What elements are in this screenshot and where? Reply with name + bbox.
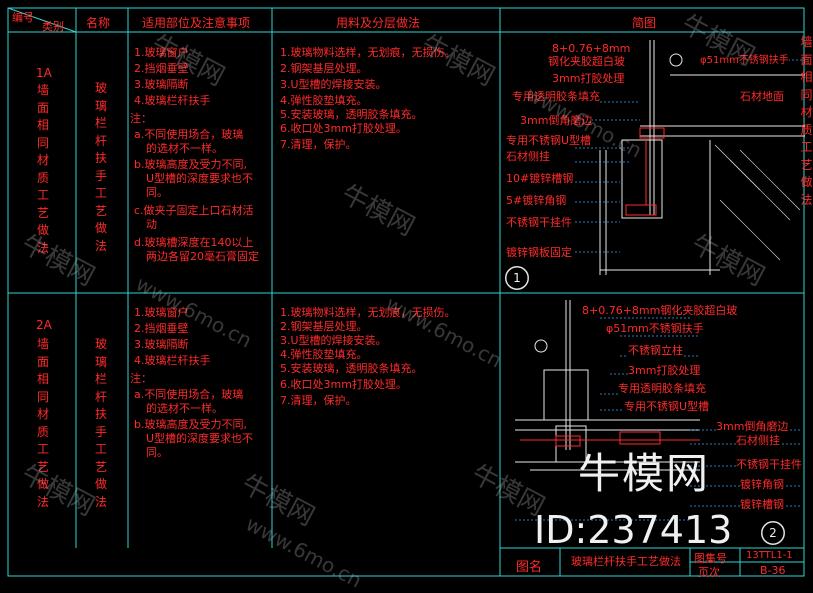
diagram-label: 镀锌角钢 [740, 478, 784, 491]
document-id-watermark: ID:237413 [534, 508, 733, 552]
row1-usage-item: 2.挡烟垂壁 [134, 62, 189, 75]
row1-material-step: 3.U型槽的焊接安装。 [280, 78, 387, 91]
row1-note: 同。 [146, 186, 168, 199]
diagram-label: 专用透明胶条填充 [512, 90, 600, 103]
header-number: 编号 [12, 11, 34, 24]
header-name: 名称 [86, 16, 111, 30]
row1-material-step: 4.弹性胶垫填充。 [280, 94, 368, 107]
page-number: B-36 [760, 564, 786, 577]
row1-note: c.做夹子固定上口石材活 [134, 204, 254, 217]
diagram-label: φ51mm不锈钢扶手 [700, 54, 789, 67]
header-usage: 适用部位及注意事项 [142, 16, 251, 30]
header-category: 类别 [42, 20, 64, 33]
row2-usage-item: 4.玻璃栏杆扶手 [134, 354, 211, 367]
row2-note-title: 注： [130, 372, 152, 385]
diagram-label: 3mm倒角磨边 [520, 114, 593, 127]
row1-note: b.玻璃高度及受力不同, [134, 158, 247, 171]
diagram-label: 8+0.76+8mm钢化夹胶超白玻 [582, 304, 738, 317]
page-label: 页次 [698, 566, 720, 579]
row2-material-step: 5.安装玻璃，透明胶条填充。 [280, 362, 423, 375]
row1-note: 的选材不一样。 [146, 142, 223, 155]
diagram-label: 镀锌钢板固定 [506, 246, 572, 259]
diagram-label: 专用不锈钢U型槽 [624, 400, 710, 413]
row1-material-step: 1.玻璃物料选样，无划痕，无损伤。 [280, 46, 456, 59]
row1-material-step: 7.清理，保护。 [280, 138, 357, 151]
drawing-name: 玻璃栏杆扶手工艺做法 [571, 555, 681, 568]
row1-note-title: 注： [130, 112, 152, 125]
detail-number-badge: 2 [761, 521, 785, 545]
row1-usage-item: 1.玻璃窗户 [134, 46, 189, 59]
diagram-label: 10#镀锌槽钢 [506, 172, 574, 185]
row2-note: 的选材不一样。 [146, 402, 223, 415]
row2-note: b.玻璃高度及受力不同, [134, 418, 247, 431]
header-materials: 用料及分层做法 [336, 16, 421, 30]
row2-material-step: 3.U型槽的焊接安装。 [280, 334, 387, 347]
row2-note: U型槽的深度要求也不 [146, 432, 254, 445]
row2-note: a.不同使用场合，玻璃 [134, 388, 244, 401]
row1-usage-item: 3.玻璃隔断 [134, 78, 189, 91]
diagram-label: 石材侧挂 [506, 150, 550, 163]
diagram-label: 3mm打胶处理 [628, 364, 701, 377]
row1-note: 两边各留20毫石膏固定 [146, 250, 259, 263]
row2-material-step: 6.收口处3mm打胶处理。 [280, 378, 407, 391]
row2-material-step: 7.清理，保护。 [280, 394, 357, 407]
row2-note: 同。 [146, 446, 168, 459]
row2-usage-item: 2.挡烟垂壁 [134, 322, 189, 335]
diagram-label: 石材侧挂 [736, 434, 780, 447]
diagram-label: 8+0.76+8mm [552, 42, 631, 55]
row1-material-step: 2.钢架基层处理。 [280, 62, 368, 75]
diagram-label: 3mm打胶处理 [552, 72, 625, 85]
atlas-no: 13TTL1-1 [746, 550, 793, 561]
diagram-label: 不锈钢干挂件 [506, 216, 572, 229]
row2-usage-item: 1.玻璃窗户 [134, 306, 189, 319]
row1-category: 墙面相同材质工艺做法 [36, 83, 49, 255]
drawing-name-label: 图名 [516, 560, 543, 575]
atlas-no-label: 图集号 [694, 552, 727, 565]
diagram-label: 不锈钢干挂件 [736, 458, 802, 471]
diagram-label: 5#镀锌角钢 [506, 194, 567, 207]
row1-note: d.玻璃槽深度在140以上 [134, 236, 254, 249]
row1-material-step: 6.收口处3mm打胶处理。 [280, 122, 407, 135]
header-diagram: 简图 [632, 16, 657, 30]
row2-material-step: 2.钢架基层处理。 [280, 320, 368, 333]
right-edge-text: 墙面相同材质工艺做法 [800, 35, 813, 207]
brand-watermark: 牛模网 [578, 449, 711, 498]
row2-usage-item: 3.玻璃隔断 [134, 338, 189, 351]
row1-code: 1A [36, 66, 52, 80]
row2-material-step: 1.玻璃物料选样，无划痕，无损伤。 [280, 306, 456, 319]
detail-number-badge: 1 [505, 266, 529, 290]
diagram-label: 不锈钢立柱 [628, 344, 683, 357]
diagram-label: 专用不锈钢U型槽 [506, 134, 592, 147]
row1-note: U型槽的深度要求也不 [146, 172, 254, 185]
diagram-label: 3mm倒角磨边 [716, 420, 789, 433]
row2-material-step: 4.弹性胶垫填充。 [280, 348, 368, 361]
row2-name: 玻璃栏杆扶手工艺做法 [94, 337, 107, 509]
row1-note: 动 [146, 218, 157, 231]
diagram-label: 镀锌槽钢 [740, 498, 784, 511]
row1-material-step: 5.安装玻璃，透明胶条填充。 [280, 108, 423, 121]
diagram-label: φ51mm不锈钢扶手 [606, 322, 704, 335]
row2-code: 2A [36, 318, 52, 332]
row1-usage-item: 4.玻璃栏杆扶手 [134, 94, 211, 107]
row2-category: 墙面相同材质工艺做法 [36, 337, 49, 509]
diagram-label: 专用透明胶条填充 [618, 382, 706, 395]
diagram-label: 钢化夹胶超白玻 [548, 55, 625, 68]
row1-note: a.不同使用场合，玻璃 [134, 128, 244, 141]
detail-drawing-2 [515, 300, 785, 545]
row1-name: 玻璃栏杆扶手工艺做法 [94, 81, 107, 253]
diagram-label: 石材地面 [740, 90, 784, 103]
